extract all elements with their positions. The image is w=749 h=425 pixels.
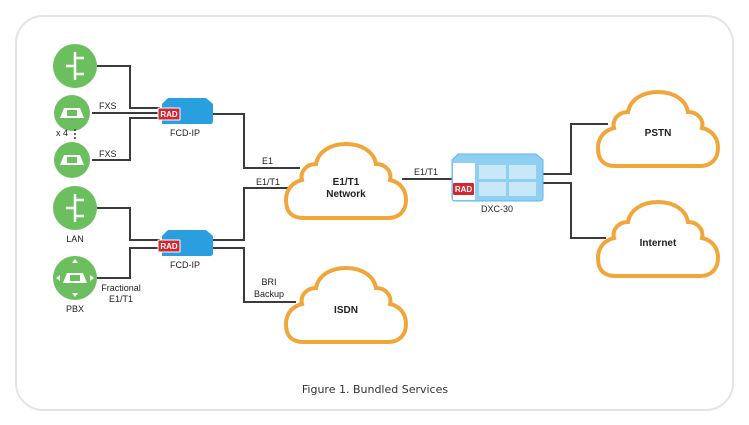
- network-cloud-label-line1: E1/T1: [333, 177, 360, 188]
- fxs1-label: FXS: [99, 101, 117, 111]
- phone2-node[interactable]: [54, 142, 90, 178]
- pstn-cloud-label: PSTN: [645, 128, 672, 139]
- fcd-ip-bottom-label: FCD-IP: [170, 260, 200, 270]
- dots-icon: [74, 129, 76, 139]
- multiplier-label: x 4: [56, 128, 68, 138]
- rad-badge: RAD: [455, 185, 473, 194]
- figure-caption: Figure 1. Bundled Services: [302, 383, 449, 396]
- dxc-30-device[interactable]: RAD: [451, 153, 544, 202]
- e1-label: E1: [262, 156, 273, 166]
- bri-label-line2: Backup: [254, 289, 284, 299]
- wire-fcd-top-network: [212, 113, 300, 169]
- rad-badge: RAD: [160, 242, 178, 251]
- phone1-node[interactable]: [54, 95, 90, 131]
- e1t1-right-label: E1/T1: [414, 167, 438, 177]
- pbx-icon: [56, 259, 94, 297]
- fractional-label-line2: E1/T1: [109, 294, 133, 304]
- network-cloud-label-line2: Network: [326, 189, 366, 200]
- phone-icon: [60, 108, 84, 118]
- rad-badge: RAD: [160, 110, 178, 119]
- isdn-cloud-label: ISDN: [334, 305, 358, 316]
- internet-cloud[interactable]: Internet: [596, 200, 720, 278]
- lan-icon: [66, 52, 84, 80]
- wire-dxc-internet: [542, 182, 606, 239]
- fractional-label-line1: Fractional: [101, 283, 141, 293]
- wire-phone2-fcd: [92, 117, 160, 161]
- pstn-cloud[interactable]: PSTN: [596, 90, 720, 168]
- lan-node[interactable]: [53, 186, 97, 230]
- wire-pbx-fcd: [97, 247, 160, 279]
- wire-dxc-pstn: [542, 123, 608, 175]
- wire-lan-top-fcd: [97, 65, 160, 109]
- lan-icon: [66, 194, 84, 222]
- pbx-node[interactable]: [53, 256, 97, 300]
- bri-label-line1: BRI: [261, 277, 276, 287]
- diagram-frame: [15, 15, 734, 411]
- rad-logo-icon: [453, 183, 474, 195]
- lan-label: LAN: [66, 234, 84, 244]
- wires: [92, 65, 608, 303]
- fcd-ip-top-device[interactable]: RAD: [157, 98, 213, 124]
- e1t1-left-label: E1/T1: [256, 177, 280, 187]
- rad-logo-icon: [157, 239, 181, 253]
- fxs2-label: FXS: [99, 149, 117, 159]
- internet-cloud-label: Internet: [640, 238, 677, 249]
- fcd-ip-bottom-device[interactable]: RAD: [157, 230, 213, 256]
- dxc-30-label: DXC-30: [481, 204, 513, 214]
- wire-fcd-bottom-network: [212, 187, 290, 241]
- fcd-ip-top-label: FCD-IP: [170, 128, 200, 138]
- rad-logo-icon: [157, 107, 181, 121]
- wire-lan-fcd: [97, 207, 160, 241]
- isdn-cloud[interactable]: ISDN: [284, 266, 408, 344]
- e1t1-network-cloud[interactable]: E1/T1 Network: [284, 142, 408, 220]
- lan-top-node[interactable]: [53, 44, 97, 88]
- wire-fcd-bottom-isdn: [212, 247, 296, 303]
- pbx-label: PBX: [66, 304, 84, 314]
- phone-icon: [60, 155, 84, 165]
